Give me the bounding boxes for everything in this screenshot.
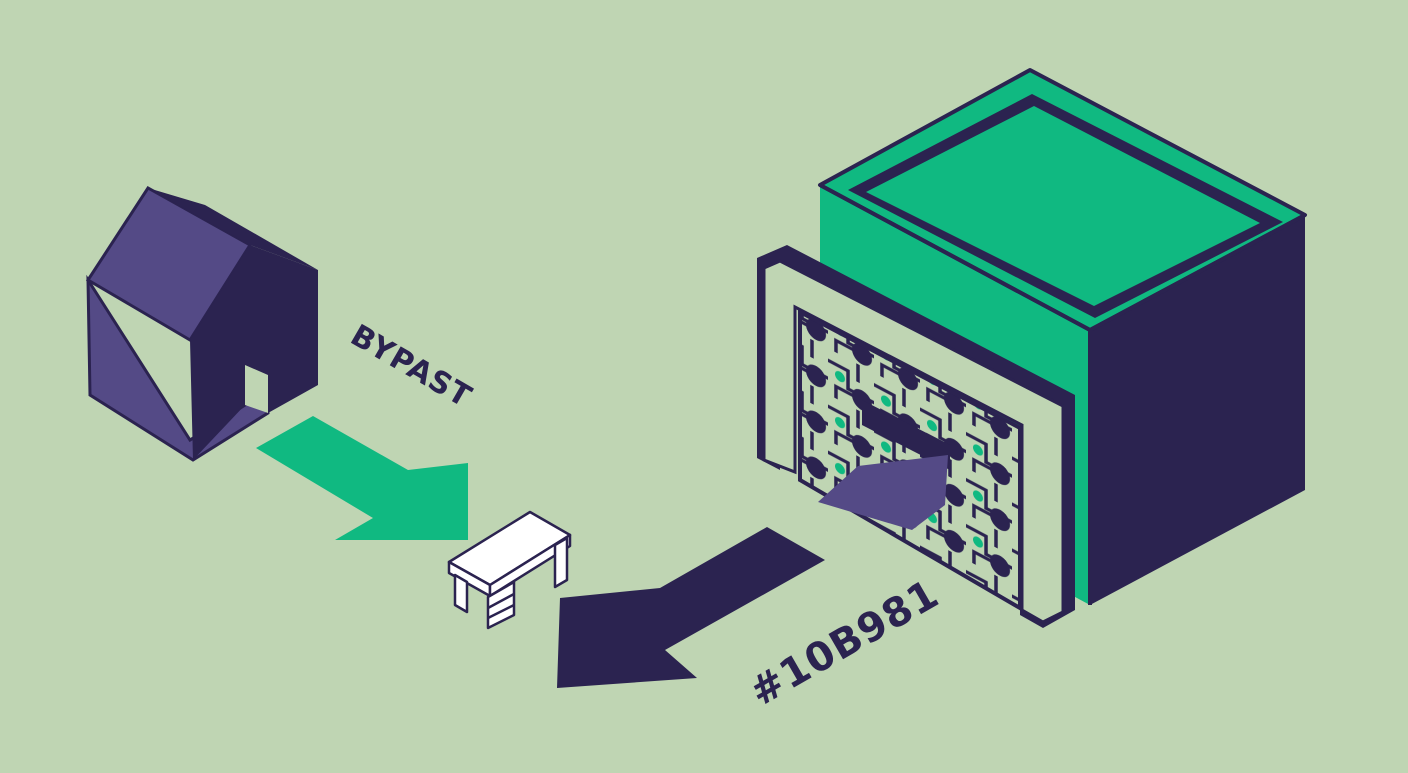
gate-ramp xyxy=(818,455,948,530)
desk-icon xyxy=(447,510,572,630)
desk-left-leg xyxy=(453,573,469,614)
building-top-inset xyxy=(866,106,1260,306)
dark-arrow xyxy=(557,527,825,688)
desk-drawer-line-2 xyxy=(487,603,515,620)
house-side-wall xyxy=(190,245,318,460)
green-arrow xyxy=(256,416,468,540)
desk-side-edge xyxy=(488,533,572,598)
house-icon xyxy=(85,186,318,462)
desk-right-leg xyxy=(553,536,569,589)
house-roof-ridge xyxy=(148,188,318,270)
gate-tunnel-shadow xyxy=(862,400,950,470)
building-side-face xyxy=(1090,215,1305,605)
house-door xyxy=(245,365,268,413)
gate-opening-border xyxy=(798,308,1022,612)
desk-drawer-line-1 xyxy=(487,592,515,610)
